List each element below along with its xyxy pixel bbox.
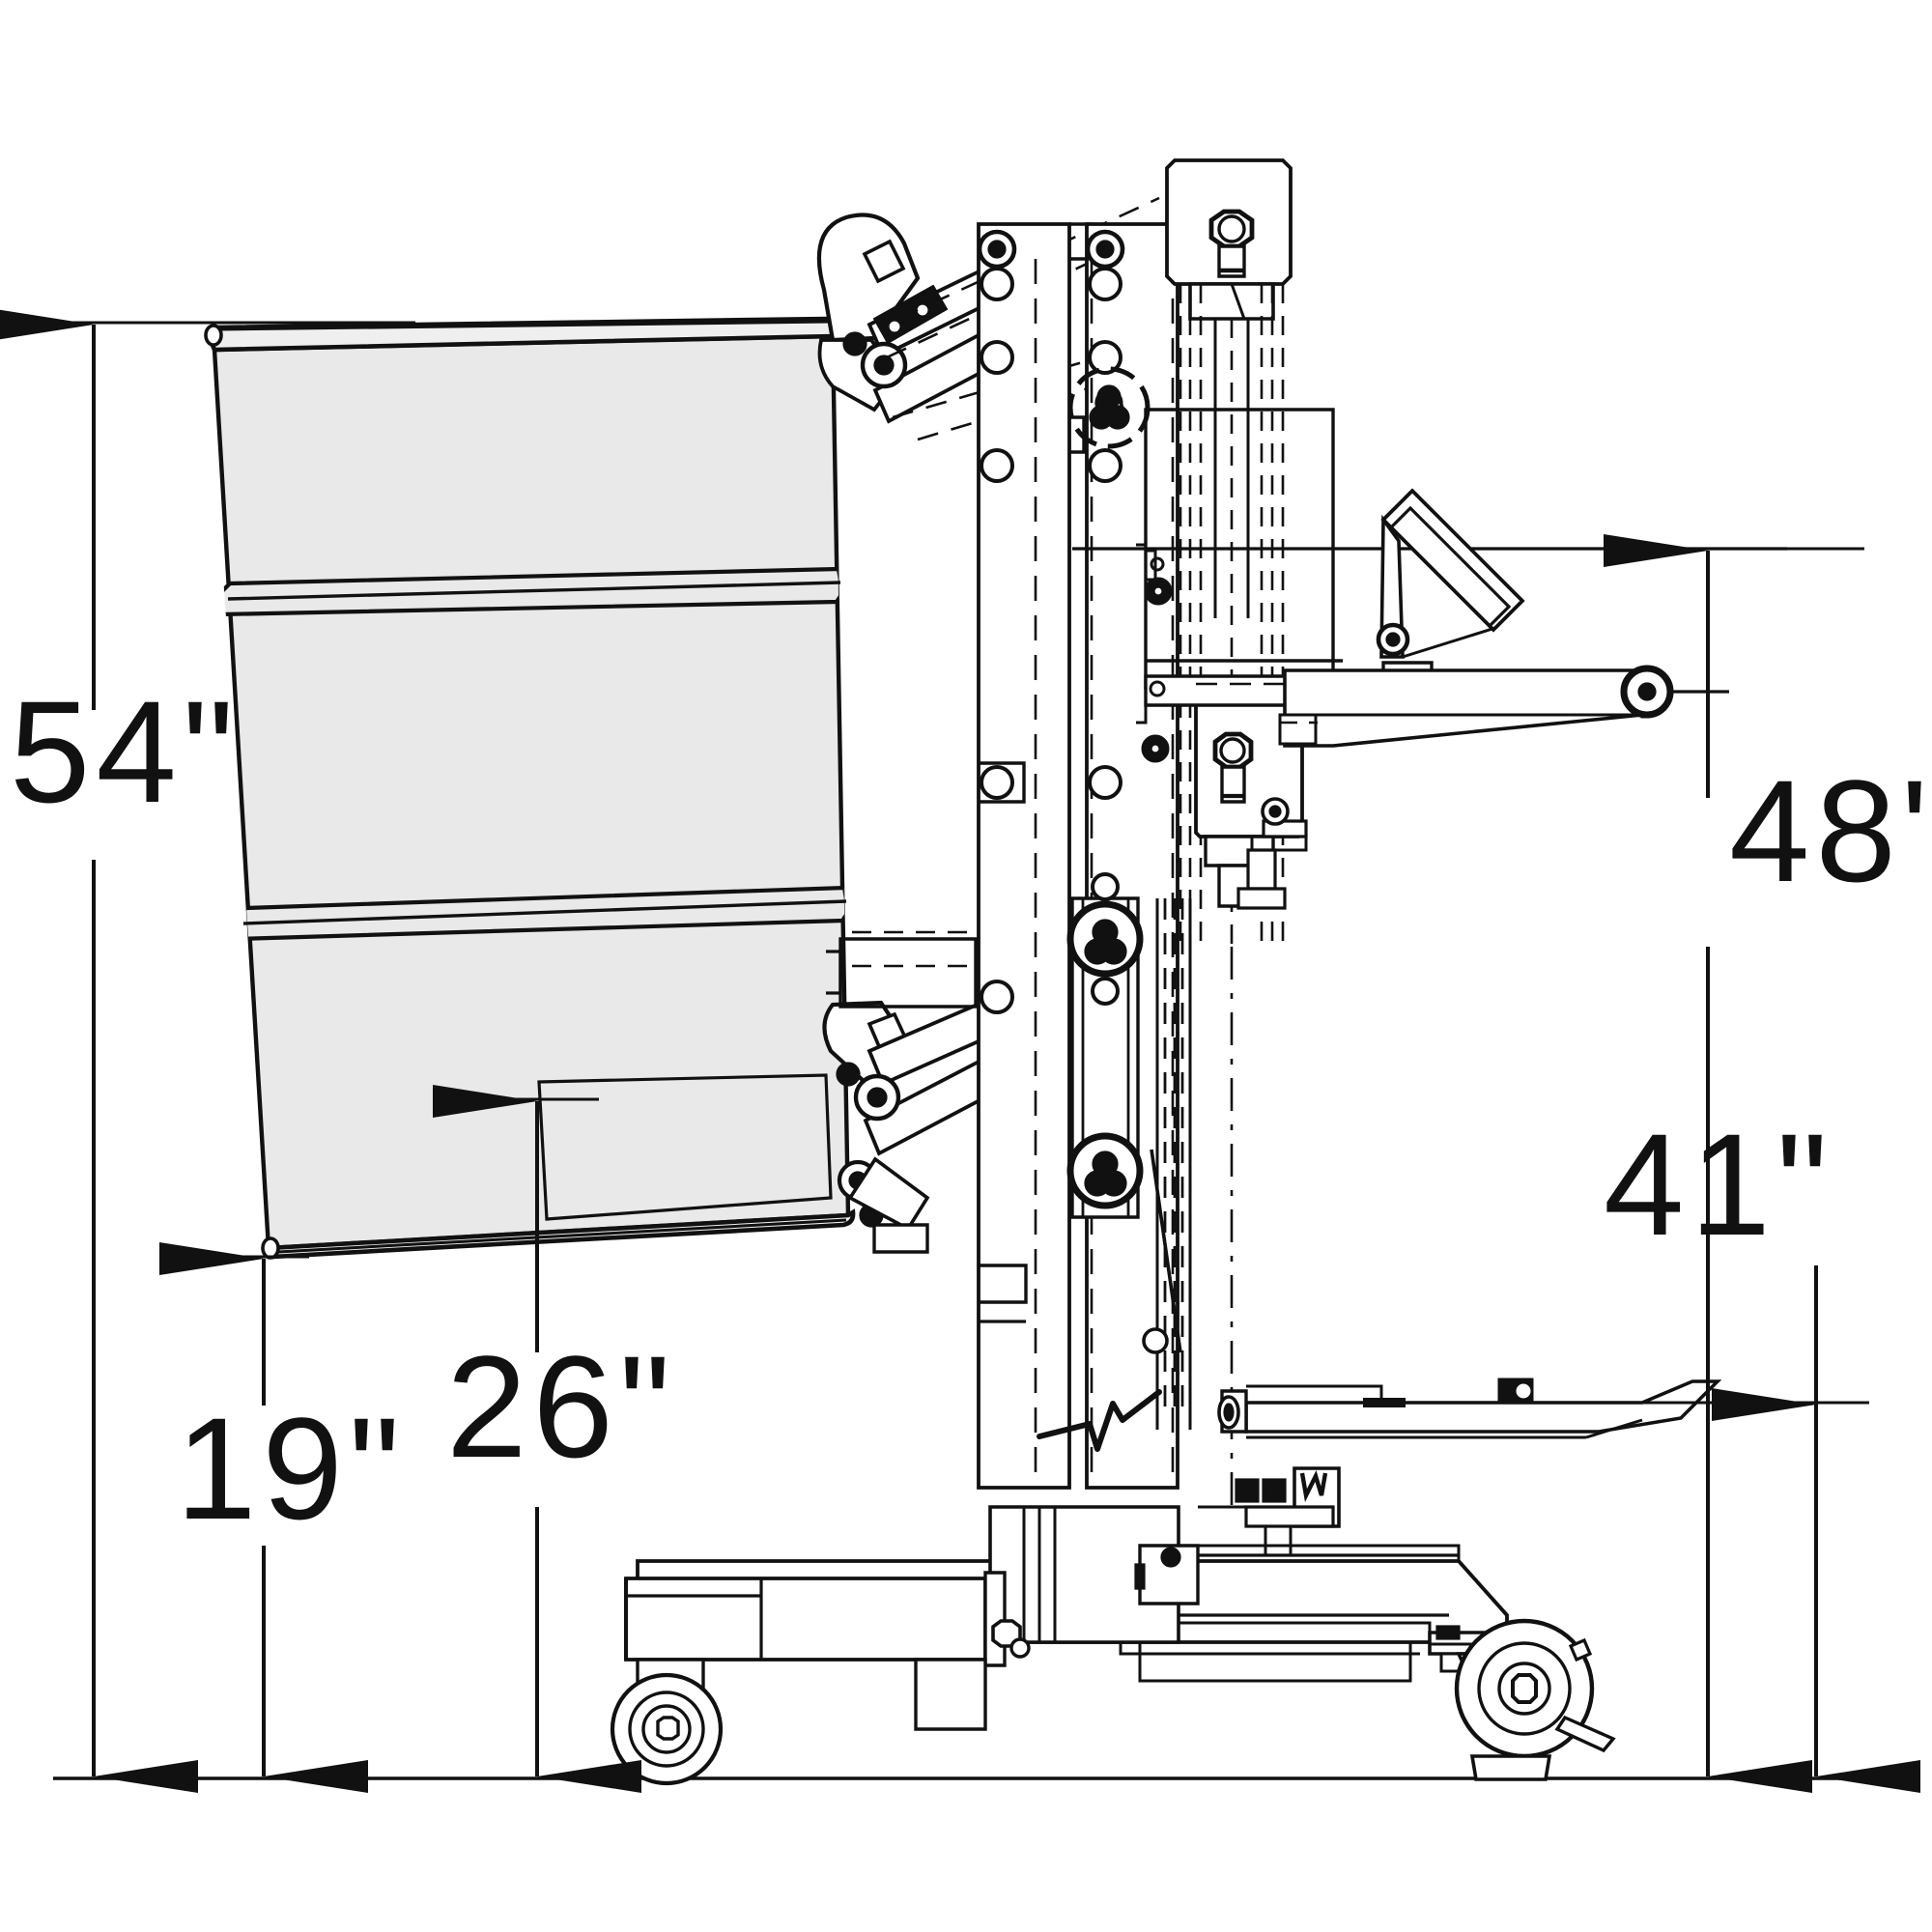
dimension-labels: 54" 19" 26" 48" 41" (10, 670, 1932, 1549)
caster-swivel-right (1428, 1618, 1616, 1781)
dimension-label-26: 26" (446, 1325, 676, 1488)
dimension-label-41: 41" (1604, 1103, 1833, 1265)
mast-channel-front (977, 222, 1092, 1490)
caster-rigid-left (610, 1658, 724, 1786)
break-line (1037, 1389, 1162, 1452)
rotation-sheave (1067, 366, 1151, 449)
steel-drum (204, 316, 856, 1260)
carriage-rollers (1066, 872, 1192, 1430)
dimension-label-54: 54" (10, 670, 240, 833)
hydraulic-cylinder (1165, 158, 1308, 1507)
base-frame (624, 1505, 1509, 1731)
dimension-label-48: 48" (1729, 750, 1932, 912)
dimension-label-19: 19" (176, 1387, 406, 1549)
fork-platform-upper (1278, 488, 1729, 748)
dimension-lines (0, 308, 1920, 1793)
drawing-geometry (0, 158, 1920, 1793)
fork-platform-lower (1198, 1378, 1722, 1555)
